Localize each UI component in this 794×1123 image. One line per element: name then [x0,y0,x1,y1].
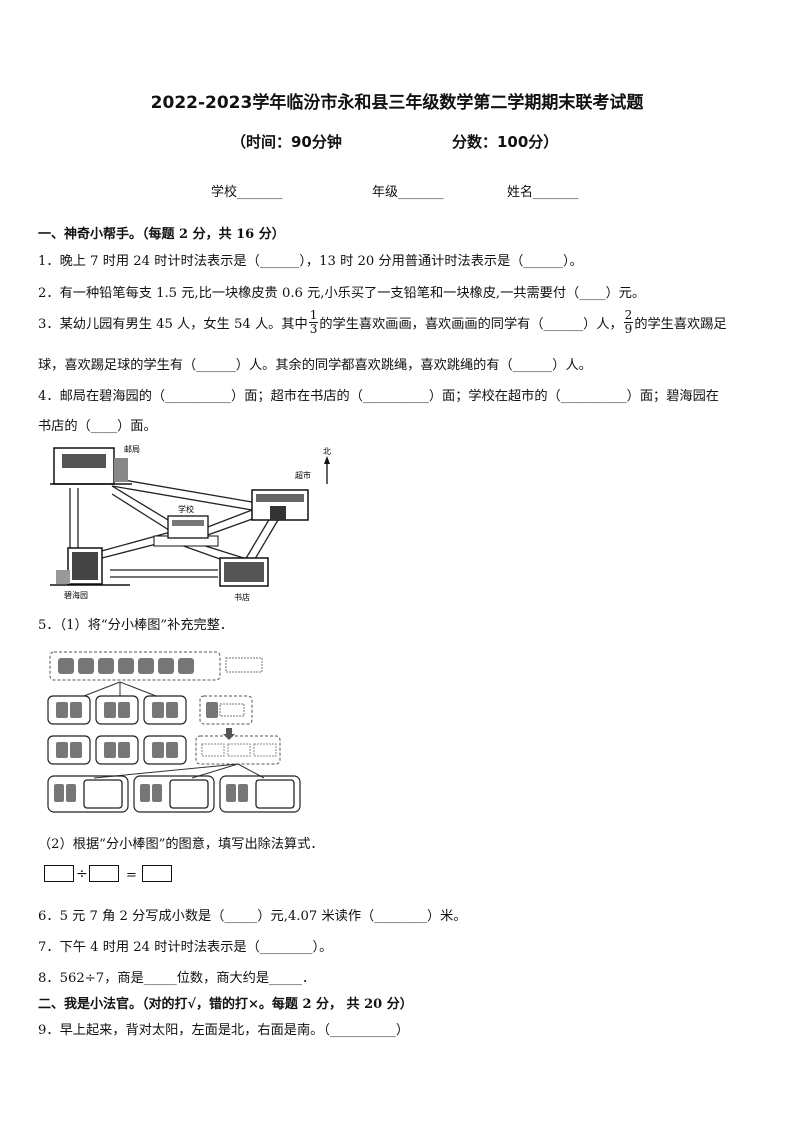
map-label-north: 北 [323,447,331,456]
divide-sign: ÷ [76,866,88,882]
q3-text-a: 3．某幼儿园有男生 45 人，女生 54 人。其中 [38,317,308,332]
quotient-box[interactable] [142,865,172,882]
blank-box[interactable] [169,779,209,809]
location-map: 邮局 超市 北 学校 碧海园 书店 [50,444,331,602]
map-label-market: 超市 [295,470,311,480]
stick-division-diagram [47,651,301,813]
blank-box[interactable] [255,779,295,809]
question-5-part-2: （2）根据“分小棒图”的图意，填写出除法算式． [38,837,324,852]
bookstore-building [219,557,269,587]
division-equation: ÷ = [44,865,184,887]
dividend-box[interactable] [44,865,74,882]
school-building [153,515,219,547]
park-building [50,547,130,586]
q3-text-b: 的学生喜欢画画，喜欢画画的同学有（______）人， [319,317,623,332]
question-6: 6．5 元 7 角 2 分写成小数是（_____）元,4.07 米读作（____… [38,909,467,924]
sticks-total-dashed-box [49,651,221,681]
north-arrow [324,456,330,484]
question-3-line-2: 球，喜欢踢足球的学生有（______）人。其余的同学都喜欢跳绳，喜欢跳绳的有（_… [38,358,592,373]
question-1: 1．晚上 7 时用 24 时计时法表示是（______），13 时 20 分用普… [38,254,583,269]
question-5-part-1: 5．（1）将“分小棒图”补充完整． [38,618,234,633]
post-office-building [50,447,132,485]
section-heading-2: 二、我是小法官。（对的打√，错的打×。每题 2 分， 共 20 分） [38,997,413,1012]
map-label-bookstore: 书店 [234,592,250,602]
market-building [251,489,309,521]
name-field: 姓名_______ [507,185,579,200]
blank-box[interactable] [83,779,123,809]
divisor-box[interactable] [89,865,119,882]
exam-time: （时间：90分钟 [231,133,342,151]
school-field: 学校_______ [211,185,283,200]
question-9: 9．早上起来，背对太阳，左面是北，右面是南。（__________） [38,1023,410,1038]
equals-sign: = [126,868,137,883]
question-4-line-1: 4．邮局在碧海园的（__________）面；超市在书店的（__________… [38,389,719,404]
map-label-post: 邮局 [124,444,140,454]
page-title: 2022-2023学年临汾市永和县三年级数学第二学期期末联考试题 [150,93,644,113]
question-8: 8．562÷7，商是_____位数，商大约是_____． [38,971,316,986]
map-label-school: 学校 [178,504,194,514]
exam-score: 分数：100分） [452,133,559,151]
question-2: 2．有一种铅笔每支 1.5 元,比一块橡皮贵 0.6 元,小乐买了一支铅笔和一块… [38,286,646,301]
question-7: 7．下午 4 时用 24 时计时法表示是（________）。 [38,940,333,955]
question-4-line-2: 书店的（____）面。 [38,419,157,434]
grade-field: 年级_______ [372,185,444,200]
map-label-park: 碧海园 [64,590,88,600]
q3-text-c: 的学生喜欢踢足 [634,317,727,332]
section-heading-1: 一、神奇小帮手。（每题 2 分，共 16 分） [38,227,285,242]
